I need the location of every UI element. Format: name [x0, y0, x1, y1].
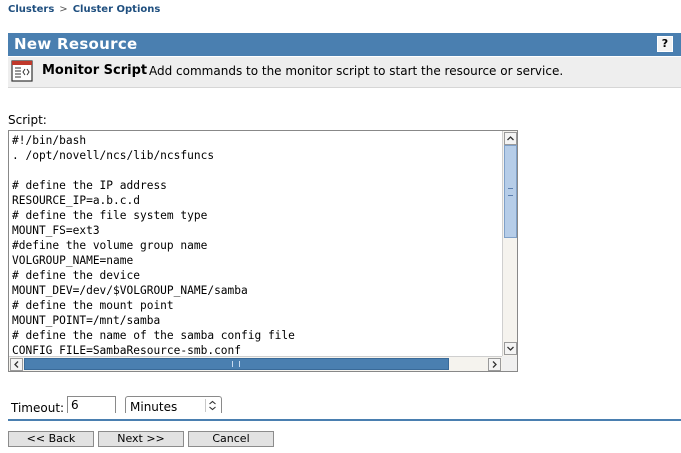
timeout-unit-select[interactable]: Minutes: [125, 396, 222, 414]
script-line: #!/bin/bash: [12, 134, 87, 147]
breadcrumb-clusters-link[interactable]: Clusters: [8, 4, 55, 15]
back-button[interactable]: << Back: [8, 431, 94, 447]
script-editor[interactable]: #!/bin/bash . /opt/novell/ncs/lib/ncsfun…: [8, 130, 518, 372]
scroll-left-button[interactable]: [10, 358, 23, 371]
script-line: MOUNT_POINT=/mnt/samba: [12, 314, 161, 327]
timeout-label: Timeout:: [11, 401, 65, 415]
horizontal-scroll-thumb[interactable]: [24, 358, 449, 370]
script-line: # define the name of the samba config fi…: [12, 329, 295, 342]
script-line: RESOURCE_IP=a.b.c.d: [12, 194, 140, 207]
title-bar: New Resource ?: [8, 33, 681, 56]
script-line: # define the file system type: [12, 209, 208, 222]
chevron-down-icon: [507, 346, 514, 351]
timeout-unit-value: Minutes: [130, 400, 178, 414]
page-title: New Resource: [14, 35, 138, 53]
vertical-scroll-thumb[interactable]: [504, 145, 517, 238]
scroll-grip-icon: [232, 361, 240, 367]
scroll-up-button[interactable]: [504, 132, 517, 145]
info-bar: Monitor Script Add commands to the monit…: [8, 57, 681, 88]
help-button[interactable]: ?: [657, 36, 673, 52]
script-label: Script:: [8, 113, 47, 127]
scroll-grip-icon: [508, 188, 513, 196]
chevron-up-icon: [507, 136, 514, 141]
horizontal-scrollbar[interactable]: [9, 356, 517, 371]
script-document-icon: [11, 60, 33, 82]
script-line: VOLGROUP_NAME=name: [12, 254, 134, 267]
chevron-left-icon: [14, 361, 19, 368]
scroll-right-button[interactable]: [488, 358, 501, 371]
timeout-input[interactable]: [67, 396, 116, 413]
next-button[interactable]: Next >>: [98, 431, 184, 447]
script-line: CONFIG_FILE=SambaResource-smb.conf: [12, 344, 242, 357]
cancel-button[interactable]: Cancel: [188, 431, 274, 447]
scroll-down-button[interactable]: [504, 342, 517, 355]
select-updown-icon: [205, 399, 216, 412]
scroll-corner: [502, 356, 517, 371]
breadcrumb-cluster-options-link[interactable]: Cluster Options: [72, 4, 161, 15]
script-line: MOUNT_FS=ext3: [12, 224, 100, 237]
script-line: # define the mount point: [12, 299, 174, 312]
script-textarea[interactable]: #!/bin/bash . /opt/novell/ncs/lib/ncsfun…: [12, 133, 502, 357]
breadcrumb: Clusters > Cluster Options: [8, 4, 160, 15]
breadcrumb-separator: >: [59, 4, 68, 15]
monitor-script-description: Add commands to the monitor script to st…: [149, 64, 564, 78]
vertical-scrollbar[interactable]: [502, 131, 517, 356]
script-line: # define the device: [12, 269, 140, 282]
script-line: MOUNT_DEV=/dev/$VOLGROUP_NAME/samba: [12, 284, 248, 297]
monitor-script-heading: Monitor Script: [42, 63, 148, 78]
script-line: #define the volume group name: [12, 239, 208, 252]
script-line: # define the IP address: [12, 179, 167, 192]
footer-divider: [8, 419, 681, 421]
script-line: . /opt/novell/ncs/lib/ncsfuncs: [12, 149, 215, 162]
chevron-right-icon: [492, 361, 497, 368]
